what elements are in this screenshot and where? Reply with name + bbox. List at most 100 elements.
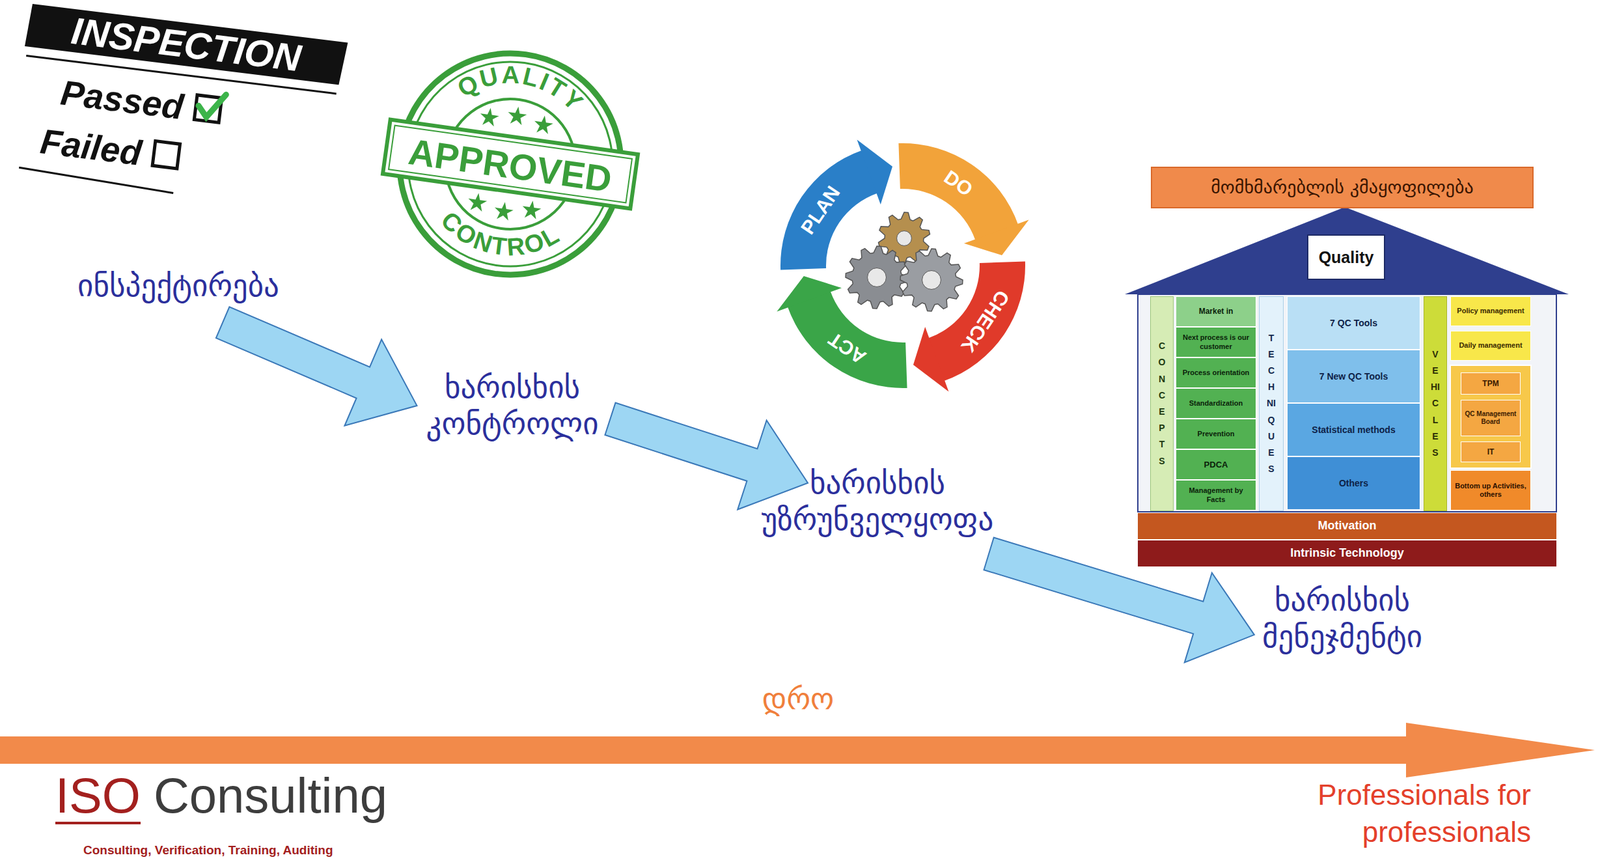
technique-box: 7 QC Tools — [1286, 296, 1421, 350]
gear — [845, 246, 909, 309]
checkbox — [152, 141, 180, 169]
pillar-strip: CONCEPTS — [1150, 296, 1174, 511]
concept-box: PDCA — [1175, 449, 1257, 480]
technique-box: 7 New QC Tools — [1286, 349, 1421, 403]
vehicle-box: Bottom up Activities, others — [1450, 469, 1532, 511]
house-roof — [1124, 206, 1569, 295]
node-text: ინსპექტირება — [77, 267, 280, 304]
stamp-banner — [382, 119, 638, 209]
node-text: VEHICLES — [1430, 346, 1440, 461]
vehicle-box: Policy management — [1450, 296, 1532, 327]
node-text: ხარისხის კონტროლი — [426, 369, 599, 443]
node-text: TECHNIQUES — [1266, 330, 1276, 478]
logo-tagline: Consulting, Verification, Training, Audi… — [83, 842, 334, 859]
node-text: QC Management Board — [1463, 410, 1518, 426]
star — [506, 105, 528, 126]
roof-box: Quality — [1307, 234, 1386, 280]
approved-stamp: QUALITYCONTROLAPPROVED — [371, 37, 650, 291]
block-arrow — [604, 402, 808, 510]
star — [520, 199, 542, 220]
stage-label: ხარისხის კონტროლი — [426, 369, 599, 443]
base-band: Motivation — [1137, 512, 1557, 539]
cycle-step: PLAN — [796, 181, 845, 238]
technique-box: Others — [1286, 456, 1421, 510]
result-text: Passed — [58, 72, 187, 127]
node-text: მომხმარებლის კმაყოფილება — [1210, 176, 1474, 199]
logo-text: ISO — [55, 769, 141, 825]
technique-box: Statistical methods — [1286, 402, 1421, 457]
star — [479, 106, 500, 127]
cycle-step: ACT — [824, 328, 871, 369]
node-text: TPM — [1482, 378, 1499, 388]
node-text: Quality — [1318, 247, 1375, 267]
cycle-arrowhead — [913, 326, 949, 392]
stage-label: ხარისხის მენეჯმენტი — [1262, 581, 1423, 656]
vehicle-box: IT — [1460, 441, 1521, 463]
node-text: ხარისხის უზრუნველყოფა — [761, 464, 994, 539]
pillar-strip: VEHICLES — [1423, 296, 1448, 511]
vehicle-box: TPM — [1460, 372, 1521, 395]
vehicle-box: Daily management — [1450, 330, 1532, 361]
node-text: Others — [1338, 477, 1369, 489]
node-text: Daily management — [1458, 341, 1522, 350]
node-text: Motivation — [1318, 518, 1377, 534]
node-text: Statistical methods — [1311, 424, 1395, 436]
pdca-cycle: PLANDOCHECKACT — [776, 139, 1029, 392]
node-text: ხარისხის მენეჯმენტი — [1262, 581, 1423, 656]
node-text: PDCA — [1204, 459, 1229, 470]
concept-box: Management by Facts — [1175, 479, 1257, 511]
gear-hub — [896, 231, 912, 247]
result-text: Failed — [38, 121, 145, 173]
concept-box: Next process is our customer — [1175, 326, 1257, 358]
stamp-arc-text: QUALITY — [449, 52, 594, 120]
gear — [900, 248, 963, 312]
node-text: Process orientation — [1182, 368, 1250, 377]
stamp-arc-text: QUALITY — [449, 52, 594, 120]
cycle-arrowhead — [857, 139, 893, 205]
stamp-banner — [388, 125, 633, 204]
stamp-title: INSPECTION — [68, 9, 304, 80]
concept-box: Market in — [1175, 296, 1257, 327]
node-text: Prevention — [1197, 429, 1235, 439]
house-body — [1137, 294, 1557, 512]
star — [533, 113, 554, 135]
node-text: Market in — [1199, 306, 1234, 316]
node-text: Bottom up Activities, others — [1453, 481, 1528, 499]
stamp-ring — [385, 39, 636, 290]
vehicle-frame — [1450, 365, 1532, 469]
concept-box: Prevention — [1175, 418, 1257, 450]
cycle-step: CHECK — [956, 286, 1014, 357]
star — [493, 200, 515, 221]
node-text: Management by Facts — [1178, 486, 1254, 504]
cycle-arrowhead — [964, 220, 1030, 256]
stamp-ring — [395, 48, 627, 280]
stage-label: ინსპექტირება — [77, 267, 280, 304]
vehicle-box: QC Management Board — [1460, 399, 1521, 437]
node-text: IT — [1487, 447, 1495, 457]
rule-line — [18, 167, 174, 193]
base-band: Intrinsic Technology — [1137, 540, 1557, 567]
house-of-quality — [1124, 206, 1569, 512]
node-text: Standardization — [1189, 399, 1244, 408]
check-mark — [197, 91, 226, 120]
gear-hub — [922, 270, 942, 290]
block-arrow — [216, 306, 418, 426]
cycle-arrowhead — [776, 275, 842, 312]
node-text: 7 New QC Tools — [1319, 371, 1389, 383]
node-text: Next process is our customer — [1178, 333, 1254, 351]
node-text: Intrinsic Technology — [1290, 546, 1405, 561]
stamp-word: APPROVED — [406, 130, 615, 200]
node-text: Policy management — [1456, 306, 1524, 316]
axis-label: დრო — [762, 679, 834, 719]
concept-box: Process orientation — [1175, 357, 1257, 388]
slogan: Professionals for professionals — [1244, 775, 1532, 851]
stage-label: ხარისხის უზრუნველყოფა — [761, 464, 994, 539]
pillar-strip: TECHNIQUES — [1258, 296, 1284, 511]
header-box: მომხმარებლის კმაყოფილება — [1150, 166, 1534, 209]
node-text: CONCEPTS — [1157, 337, 1167, 470]
star — [466, 191, 488, 212]
inspection-stamp: INSPECTIONPassedFailed — [9, 3, 348, 213]
concept-box: Standardization — [1175, 387, 1257, 419]
gear-hub — [867, 268, 887, 288]
node-text: 7 QC Tools — [1329, 317, 1378, 329]
